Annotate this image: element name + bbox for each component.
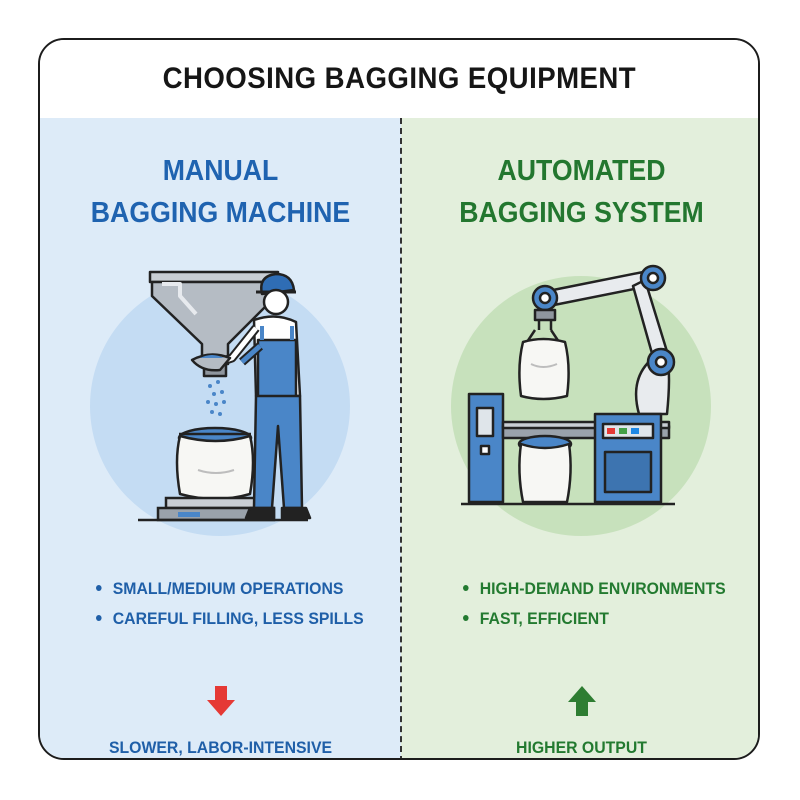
filled-bag-icon: [517, 434, 573, 504]
panel-divider: [400, 118, 402, 758]
sack-icon: [518, 329, 570, 401]
manual-verdict: SLOWER, LABOR-INTENSIVE: [108, 738, 333, 757]
sack-icon: [175, 426, 255, 501]
automated-bullet-list: HIGH-DEMAND ENVIRONMENTS FAST, EFFICIENT: [463, 574, 745, 634]
list-item: CAREFUL FILLING, LESS SPILLS: [96, 604, 364, 634]
automated-verdict: HIGHER OUTPUT: [516, 738, 647, 757]
list-item: HIGH-DEMAND ENVIRONMENTS: [463, 574, 726, 604]
bullet-dot: [96, 614, 102, 621]
manual-panel: MANUAL BAGGING MACHINE: [40, 118, 401, 758]
comparison-card: CHOOSING BAGGING EQUIPMENT MANUAL BAGGIN…: [38, 38, 760, 760]
header: CHOOSING BAGGING EQUIPMENT: [40, 40, 758, 118]
powder-stream: [206, 380, 226, 416]
worker-icon: [212, 272, 312, 520]
manual-title-line1: MANUAL: [162, 155, 279, 187]
page-title: CHOOSING BAGGING EQUIPMENT: [162, 62, 636, 95]
list-item: FAST, EFFICIENT: [463, 604, 726, 634]
automated-bagging-illustration: [451, 264, 711, 536]
robot-arm-icon: [531, 264, 676, 416]
up-arrow-icon: [568, 686, 596, 716]
automated-panel: AUTOMATED BAGGING SYSTEM: [401, 118, 758, 758]
scoop-icon: [190, 353, 232, 372]
down-arrow-icon: [207, 686, 235, 716]
bullet-dot: [463, 584, 469, 591]
list-item: SMALL/MEDIUM OPERATIONS: [96, 574, 364, 604]
automated-title-line1: AUTOMATED: [497, 155, 666, 187]
manual-bullet-list: SMALL/MEDIUM OPERATIONS CAREFUL FILLING,…: [96, 574, 384, 634]
automated-title: AUTOMATED BAGGING SYSTEM: [415, 150, 747, 234]
bullet-dot: [463, 614, 469, 621]
automated-title-line2: BAGGING SYSTEM: [459, 197, 704, 229]
manual-title: MANUAL BAGGING MACHINE: [54, 150, 386, 234]
manual-bagging-illustration: [90, 270, 350, 536]
scale-icon: [156, 496, 276, 522]
manual-title-line2: BAGGING MACHINE: [90, 197, 351, 229]
machine-icon: [467, 392, 671, 504]
bullet-dot: [96, 584, 102, 591]
